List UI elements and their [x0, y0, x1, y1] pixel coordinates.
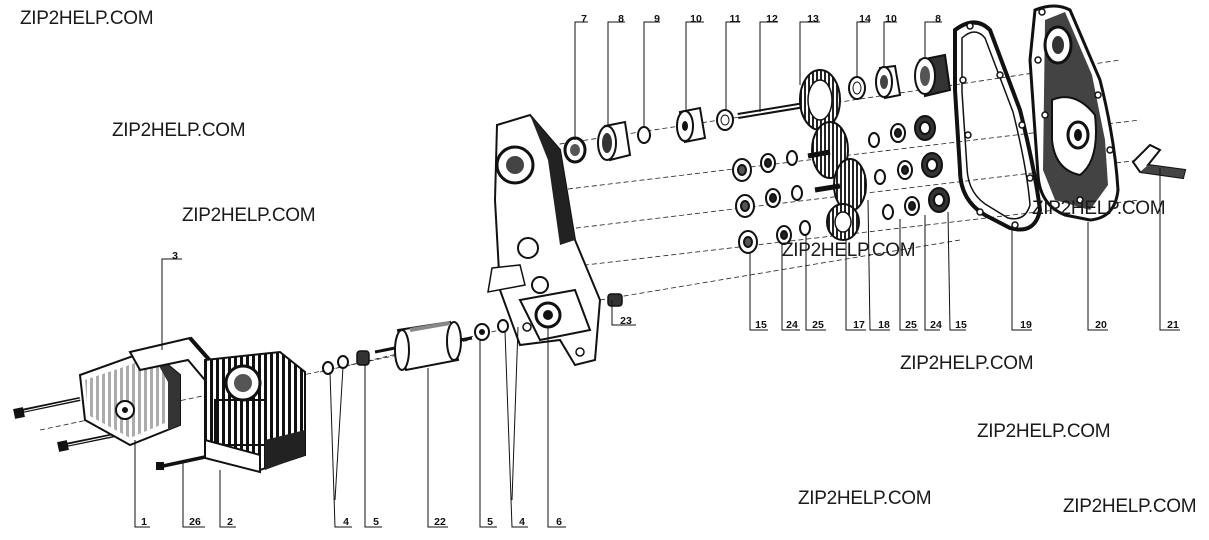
part-label: 26: [189, 516, 201, 528]
watermark-text: ZIP2HELP.COM: [1063, 496, 1197, 517]
rear-cover-20: [1028, 4, 1120, 222]
watermark-text: ZIP2HELP.COM: [900, 353, 1034, 374]
part-label: 20: [1095, 319, 1107, 331]
part-label: 15: [755, 319, 767, 331]
bearing-column-right: [868, 115, 950, 220]
part-label: 1: [141, 516, 147, 528]
bolt-short-26: [156, 455, 206, 470]
part-label: 6: [556, 516, 562, 528]
electric-motor-22: [374, 320, 473, 372]
bushing-8b: [914, 53, 952, 98]
part-label: 21: [1167, 319, 1179, 331]
part-label: 14: [859, 13, 871, 25]
washer-4a: [322, 361, 334, 375]
washer-11: [716, 109, 734, 131]
part-label: 25: [905, 319, 917, 331]
motor-housing-2: [204, 350, 306, 474]
part-label: 5: [373, 516, 379, 528]
bushing-10: [676, 106, 707, 144]
bushing-5a: [356, 350, 370, 366]
watermark-text: ZIP2HELP.COM: [977, 421, 1111, 442]
washer-4c: [497, 319, 509, 333]
bushing-10b: [875, 64, 902, 100]
part-label: 12: [766, 13, 778, 25]
washer-4b: [337, 355, 349, 369]
part-label: 22: [434, 516, 446, 528]
label-leaders: [134, 21, 1180, 528]
part-label: 9: [654, 13, 660, 25]
watermark-text: ZIP2HELP.COM: [20, 8, 154, 29]
part-label: 8: [935, 13, 941, 25]
part-label: 17: [853, 319, 865, 331]
bearing-column-left: [732, 150, 811, 254]
bushing-8: [597, 120, 632, 162]
part-label: 18: [878, 319, 890, 331]
part-label: 10: [690, 13, 702, 25]
bushing-5b: [474, 323, 490, 341]
part-label: 23: [620, 315, 632, 327]
gear-17-18: [807, 121, 867, 241]
part-label: 4: [519, 516, 525, 528]
gearbox-housing-6: [487, 113, 602, 367]
gear-13: [799, 69, 841, 131]
part-label: 19: [1020, 319, 1032, 331]
part-label: 15: [955, 319, 967, 331]
watermark-text: ZIP2HELP.COM: [782, 240, 916, 261]
gasket-19: [953, 20, 1043, 232]
part-label: 3: [172, 250, 178, 262]
watermark-text: ZIP2HELP.COM: [798, 488, 932, 509]
watermark-text: ZIP2HELP.COM: [1032, 198, 1166, 219]
bearing-7: [563, 136, 587, 164]
part-label: 10: [885, 13, 897, 25]
part-label: 4: [343, 516, 349, 528]
washer-14: [848, 76, 866, 100]
part-label: 2: [227, 516, 233, 528]
bolt-long-1: [13, 397, 81, 419]
key-21: [1131, 143, 1187, 180]
part-label: 7: [581, 13, 587, 25]
part-label: 5: [487, 516, 493, 528]
part-label: 24: [786, 319, 798, 331]
watermark-text: ZIP2HELP.COM: [112, 120, 246, 141]
part-label: 13: [807, 13, 819, 25]
part-label: 25: [812, 319, 824, 331]
nut-23: [607, 293, 623, 307]
part-label: 24: [930, 319, 942, 331]
watermark-text: ZIP2HELP.COM: [182, 205, 316, 226]
part-label: 8: [618, 13, 624, 25]
part-label: 11: [729, 13, 741, 25]
ring-9: [637, 126, 651, 144]
